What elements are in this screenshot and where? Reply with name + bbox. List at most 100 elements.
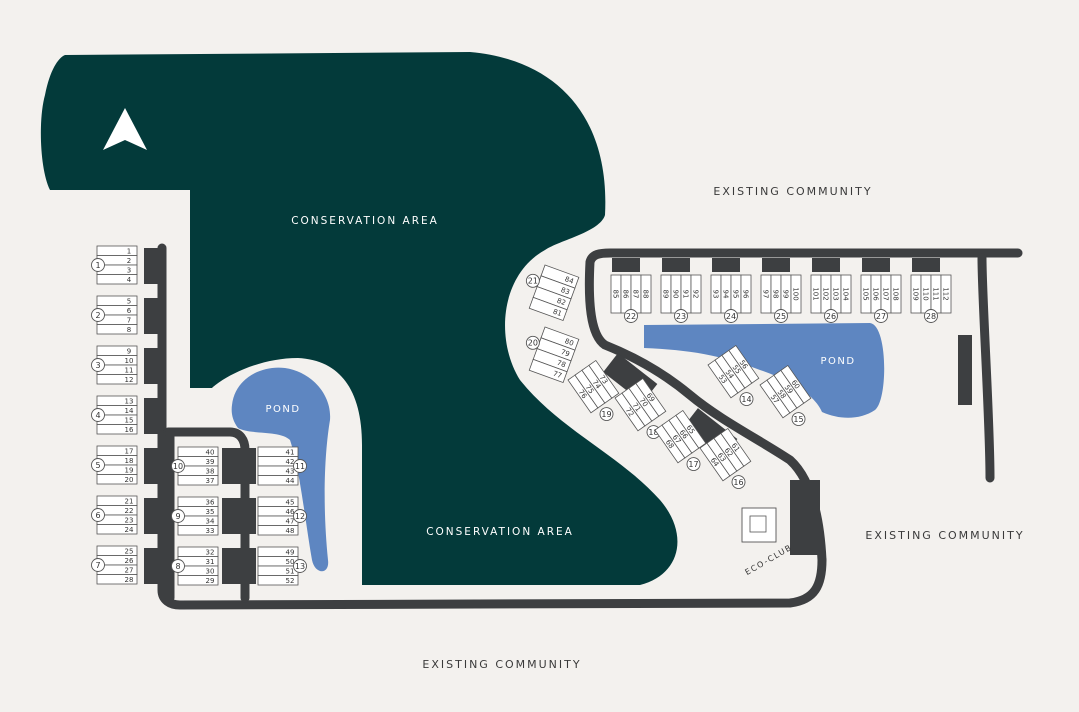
lot-88[interactable]: 88 bbox=[640, 274, 652, 314]
lot-103[interactable]: 103 bbox=[830, 274, 842, 314]
lot-21[interactable]: 21 bbox=[96, 495, 138, 506]
lot-93[interactable]: 93 bbox=[710, 274, 722, 314]
lot-51[interactable]: 51 bbox=[257, 565, 299, 576]
lot-91[interactable]: 91 bbox=[680, 274, 692, 314]
lot-89[interactable]: 89 bbox=[660, 274, 672, 314]
lot-61[interactable]: 61 bbox=[720, 427, 752, 467]
lot-69[interactable]: 69 bbox=[635, 377, 667, 417]
lot-90[interactable]: 90 bbox=[670, 274, 682, 314]
lot-33[interactable]: 33 bbox=[177, 525, 219, 536]
lot-105[interactable]: 105 bbox=[860, 274, 872, 314]
lot-95[interactable]: 95 bbox=[730, 274, 742, 314]
lot-111[interactable]: 111 bbox=[930, 274, 942, 314]
lot-92[interactable]: 92 bbox=[690, 274, 702, 314]
lot-13[interactable]: 13 bbox=[96, 395, 138, 406]
existing-community-label-south: EXISTING COMMUNITY bbox=[422, 658, 581, 671]
lot-73[interactable]: 73 bbox=[588, 359, 620, 399]
lot-28[interactable]: 28 bbox=[96, 574, 138, 585]
lot-44[interactable]: 44 bbox=[257, 475, 299, 486]
lot-8[interactable]: 8 bbox=[96, 324, 138, 335]
lot-104[interactable]: 104 bbox=[840, 274, 852, 314]
lot-86[interactable]: 86 bbox=[620, 274, 632, 314]
building-number: 14 bbox=[741, 395, 751, 404]
lot-36[interactable]: 36 bbox=[177, 496, 219, 507]
lot-77[interactable]: 77 bbox=[528, 358, 568, 384]
lot-99[interactable]: 99 bbox=[780, 274, 792, 314]
building-number: 20 bbox=[528, 339, 538, 348]
lot-1[interactable]: 1 bbox=[96, 245, 138, 256]
lot-81[interactable]: 81 bbox=[528, 296, 568, 322]
lot-17[interactable]: 17 bbox=[96, 445, 138, 456]
lot-110[interactable]: 110 bbox=[920, 274, 932, 314]
lot-60[interactable]: 60 bbox=[780, 364, 812, 404]
lot-100[interactable]: 100 bbox=[790, 274, 802, 314]
lot-85[interactable]: 85 bbox=[610, 274, 622, 314]
lot-5[interactable]: 5 bbox=[96, 295, 138, 306]
lot-112[interactable]: 112 bbox=[940, 274, 952, 314]
lot-52[interactable]: 52 bbox=[257, 575, 299, 586]
lot-41[interactable]: 41 bbox=[257, 446, 299, 457]
lot-97[interactable]: 97 bbox=[760, 274, 772, 314]
lot-46[interactable]: 46 bbox=[257, 506, 299, 517]
lot-40[interactable]: 40 bbox=[177, 446, 219, 457]
lot-47[interactable]: 47 bbox=[257, 515, 299, 526]
lot-20[interactable]: 20 bbox=[96, 474, 138, 485]
lot-42[interactable]: 42 bbox=[257, 456, 299, 467]
lot-98[interactable]: 98 bbox=[770, 274, 782, 314]
lot-101[interactable]: 101 bbox=[810, 274, 822, 314]
lot-number: 16 bbox=[125, 426, 134, 434]
lot-96[interactable]: 96 bbox=[740, 274, 752, 314]
lot-32[interactable]: 32 bbox=[177, 546, 219, 557]
lot-65[interactable]: 65 bbox=[675, 409, 707, 449]
lot-24[interactable]: 24 bbox=[96, 524, 138, 535]
lot-109[interactable]: 109 bbox=[910, 274, 922, 314]
lot-56[interactable]: 56 bbox=[728, 344, 760, 384]
lot-12[interactable]: 12 bbox=[96, 374, 138, 385]
lot-49[interactable]: 49 bbox=[257, 546, 299, 557]
lot-94[interactable]: 94 bbox=[720, 274, 732, 314]
lot-4[interactable]: 4 bbox=[96, 274, 138, 285]
lot-25[interactable]: 25 bbox=[96, 545, 138, 556]
lot-87[interactable]: 87 bbox=[630, 274, 642, 314]
lot-107[interactable]: 107 bbox=[880, 274, 892, 314]
lot-102[interactable]: 102 bbox=[820, 274, 832, 314]
lot-16[interactable]: 16 bbox=[96, 424, 138, 435]
lot-9[interactable]: 9 bbox=[96, 345, 138, 356]
lot-45[interactable]: 45 bbox=[257, 496, 299, 507]
lot-108[interactable]: 108 bbox=[890, 274, 902, 314]
lot-48[interactable]: 48 bbox=[257, 525, 299, 536]
lot-106[interactable]: 106 bbox=[870, 274, 882, 314]
lot-37[interactable]: 37 bbox=[177, 475, 219, 486]
lot-29[interactable]: 29 bbox=[177, 575, 219, 586]
lot-43[interactable]: 43 bbox=[257, 465, 299, 476]
lot-50[interactable]: 50 bbox=[257, 556, 299, 567]
